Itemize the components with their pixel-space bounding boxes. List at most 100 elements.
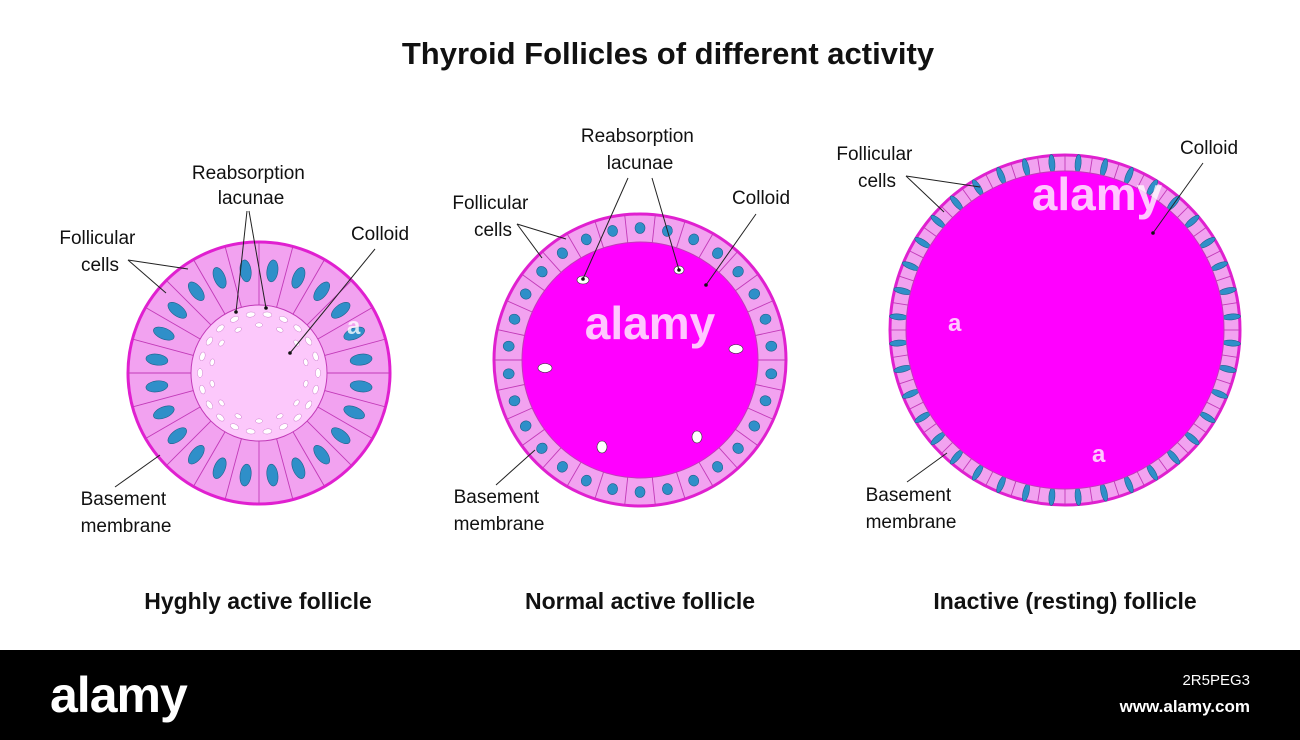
lacuna	[255, 322, 263, 328]
cell-border	[506, 300, 533, 313]
cell-border	[747, 407, 774, 420]
cell-border	[1216, 378, 1232, 385]
lacuna	[293, 399, 300, 407]
cell-nucleus	[748, 420, 760, 432]
cell-border	[145, 406, 201, 439]
cell-border	[892, 302, 909, 306]
watermark-footer: alamy 2R5PEG3 www.alamy.com	[0, 650, 1300, 740]
labels-highly-active: Follicular cells Reabsorption lacunae Co…	[59, 163, 409, 537]
leader-dot	[264, 306, 268, 310]
colloid	[905, 170, 1225, 490]
cell-border	[755, 384, 783, 391]
cell-border	[224, 438, 242, 500]
lacuna	[276, 413, 284, 419]
cell-border	[985, 471, 994, 487]
cell-nucleus	[748, 288, 760, 300]
cell-border	[317, 406, 373, 439]
cell-border	[1136, 471, 1145, 487]
lacuna	[230, 423, 239, 430]
leader-line	[248, 210, 267, 309]
leader-line	[906, 452, 948, 483]
cell-border	[292, 431, 325, 487]
lacuna	[199, 384, 206, 395]
leader-line	[114, 454, 161, 488]
cell-nucleus	[580, 474, 592, 487]
labels-normal-active: Follicular cells Reabsorption lacunae Co…	[452, 126, 790, 535]
cell-border	[1206, 401, 1222, 410]
leader-line	[127, 259, 167, 294]
cell-border	[541, 251, 562, 273]
cell-nucleus	[634, 222, 646, 234]
follicle-normal-active: alamy	[492, 212, 788, 508]
cell-nucleus	[536, 442, 548, 454]
diagram: Thyroid Follicles of different activity …	[59, 36, 1242, 614]
cell-border	[1216, 275, 1232, 282]
watermark-text: alamy	[585, 297, 716, 349]
reabsorption-lacunae	[197, 311, 321, 435]
caption-inactive: Inactive (resting) follicle	[933, 588, 1196, 614]
lacuna	[315, 368, 321, 378]
label-follicular-cells: Follicular cells	[836, 144, 917, 192]
colloid	[190, 304, 328, 442]
cell-border	[145, 307, 201, 340]
caption-normal-active: Normal active follicle	[525, 588, 755, 614]
leader-dot	[1151, 231, 1155, 235]
cell-border	[898, 275, 914, 282]
cell-border	[1037, 157, 1041, 174]
lacuna	[262, 311, 273, 318]
labels-inactive: Follicular cells Colloid Basement membra…	[836, 138, 1238, 533]
label-basement-membrane: Basement membrane	[81, 489, 172, 537]
cell-border	[698, 461, 714, 487]
cell-border	[961, 458, 972, 472]
cell-border	[755, 329, 783, 336]
cell-nucleus	[732, 442, 744, 454]
cell-border	[1193, 423, 1207, 434]
cell-border	[624, 477, 629, 506]
cell-nucleus	[291, 267, 306, 289]
cell-border	[166, 280, 212, 326]
cell-border	[1158, 188, 1169, 202]
cell-border	[1193, 226, 1207, 237]
lacuna	[209, 380, 215, 388]
lacuna	[216, 324, 225, 333]
lacuna	[234, 327, 242, 333]
lacuna	[293, 413, 302, 422]
cell-border	[718, 447, 739, 469]
label-basement-membrane: Basement membrane	[454, 487, 545, 535]
cell-border	[132, 338, 194, 356]
cell-nucleus	[188, 445, 205, 465]
cell-nucleus	[502, 368, 515, 380]
cell-nucleus	[502, 340, 515, 352]
cell-nucleus	[343, 326, 365, 341]
lacuna	[312, 384, 319, 395]
cell-border	[193, 259, 226, 315]
leader-dot	[234, 310, 238, 314]
cell-border	[698, 233, 714, 259]
cell-nucleus	[520, 420, 532, 432]
leader-line	[1152, 162, 1204, 234]
cell-border	[624, 214, 629, 243]
cell-nucleus	[759, 313, 772, 325]
lacuna	[197, 368, 203, 378]
lacuna	[293, 339, 300, 347]
cell-nucleus	[313, 281, 330, 301]
cell-border	[1010, 481, 1017, 497]
cell-border	[566, 233, 582, 259]
cell-nucleus	[520, 288, 532, 300]
cell-border	[1136, 173, 1145, 189]
cell-border	[521, 273, 545, 291]
footer-url: www.alamy.com	[1119, 697, 1250, 716]
lacuna	[216, 413, 225, 422]
watermark-mark: a	[347, 313, 361, 340]
cell-nucleus	[291, 457, 306, 479]
cell-nucleus	[188, 281, 205, 301]
lacuna	[279, 423, 288, 430]
cell-border	[497, 329, 525, 336]
cell-nucleus	[212, 457, 227, 479]
cell-nucleus	[343, 405, 365, 420]
cell-border	[940, 205, 953, 218]
lacuna	[276, 327, 284, 333]
cell-border	[898, 378, 914, 385]
cell-nucleus	[145, 380, 169, 393]
